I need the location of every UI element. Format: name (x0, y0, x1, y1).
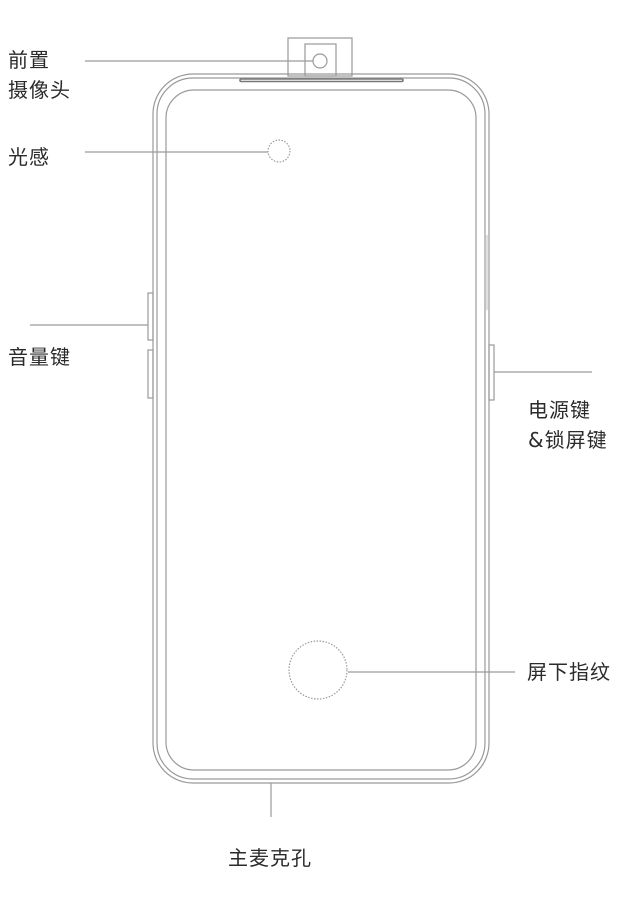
phone-screen (165, 89, 477, 771)
light-sensor-icon (267, 139, 291, 163)
power-key-label: 电源键 &锁屏键 (528, 395, 608, 455)
popup-camera-module (304, 43, 337, 77)
volume-key-label: 音量键 (8, 345, 71, 369)
light-sensor-label: 光感 (8, 145, 50, 169)
front-camera-lens (312, 53, 328, 69)
fingerprint-label: 屏下指纹 (527, 660, 611, 684)
power-button (488, 344, 495, 401)
earpiece-speaker (239, 78, 404, 83)
front-camera-label-line2: 摄像头 (8, 78, 71, 102)
front-camera-label: 前置 摄像头 (8, 45, 71, 105)
phone-body-frame (156, 77, 486, 780)
power-key-label-line1: 电源键 (528, 398, 591, 422)
front-camera-label-line1: 前置 (8, 48, 50, 72)
main-mic-label: 主麦克孔 (228, 846, 312, 870)
power-key-label-line2: &锁屏键 (528, 428, 608, 452)
fingerprint-sensor-icon (288, 640, 348, 700)
volume-down-button (147, 349, 154, 399)
volume-up-button (147, 292, 154, 341)
phone-body-outer (152, 73, 490, 784)
